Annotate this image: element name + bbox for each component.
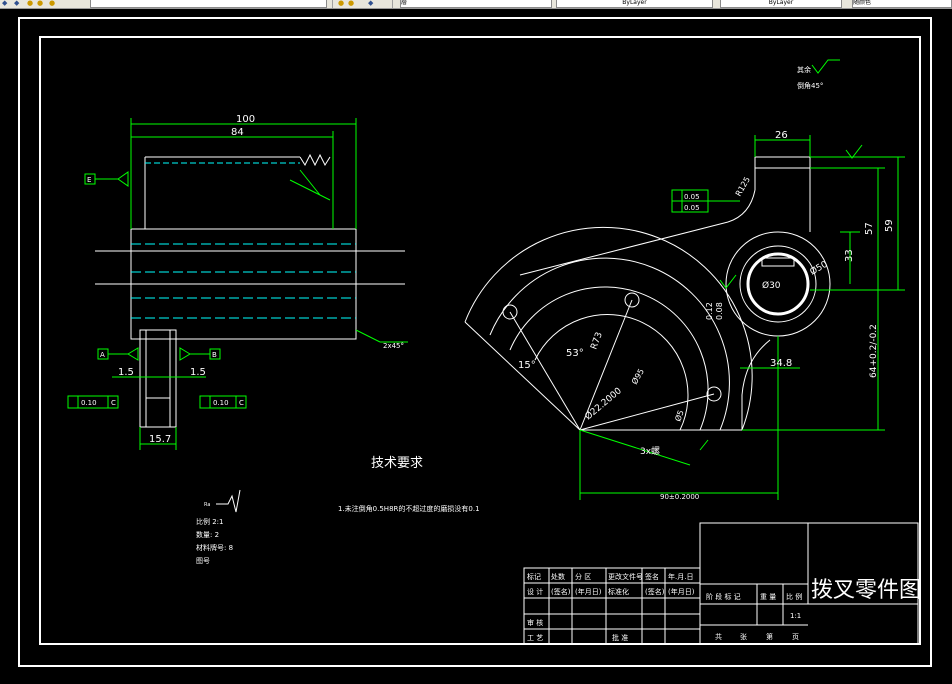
- dim-1-5-left: 1.5: [118, 367, 134, 378]
- dim-34-8: 34.8: [770, 358, 792, 369]
- dim-phi50: Ø50: [808, 259, 830, 278]
- roughness-symbol: Ra: [204, 502, 210, 508]
- part-name: 拨叉零件图: [811, 578, 921, 603]
- sheet-no-label: 第: [766, 632, 773, 641]
- tb-h-1: 处数: [551, 572, 565, 581]
- cad-drawing: 100 84 1.5 1.5 15.7 2x45° 0.10 C 0.10 C …: [18, 17, 932, 667]
- drawing-canvas[interactable]: 100 84 1.5 1.5 15.7 2x45° 0.10 C 0.10 C …: [0, 9, 952, 680]
- layer-match-icon[interactable]: ◆: [368, 0, 374, 7]
- dim-26: 26: [775, 130, 788, 141]
- outer-frame: [18, 17, 932, 667]
- right-view: [464, 59, 905, 500]
- scale-label: 比 例: [786, 592, 802, 601]
- sheet-total-label: 共: [715, 632, 722, 641]
- top-note-1: 其余: [797, 65, 811, 74]
- inner-frame: [39, 36, 921, 645]
- tol-side-2: 0.08: [715, 302, 724, 320]
- layer-state-icon[interactable]: ◆: [2, 0, 8, 7]
- tb-h-4: 签名: [645, 572, 659, 581]
- right-view-labels: 26 R125 57 59 33 Ø30 Ø50 0.05 0.05 0.12 …: [518, 65, 895, 501]
- note-scale: 比例 2:1: [196, 517, 224, 526]
- tb-r2-3: 标准化: [608, 587, 629, 596]
- dim-57: 57: [864, 222, 875, 235]
- color-select[interactable]: 層: [400, 0, 552, 8]
- dim-phi5: Ø5: [672, 409, 685, 423]
- dim-1-5-right: 1.5: [190, 367, 206, 378]
- tol-right: 0.10: [213, 399, 229, 407]
- angle-53: 53°: [566, 348, 584, 359]
- tol-ref-c: C: [111, 399, 116, 407]
- linetype-select[interactable]: ByLayer: [556, 0, 713, 8]
- sun-icon[interactable]: ●: [27, 0, 34, 7]
- datum-e: E: [87, 176, 91, 184]
- tb-h-5: 年.月.日: [668, 572, 693, 581]
- tol-right-1: 0.05: [684, 193, 700, 201]
- dim-64: 64+0.2/-0.2: [869, 324, 879, 378]
- dim-phi2200: Ø22.2000: [583, 385, 624, 422]
- tb-r2-0: 设 计: [527, 587, 543, 596]
- title-block: [523, 522, 919, 645]
- title-block-text: 拨叉零件图 标记 处数 分 区 更改文件号 签名 年.月.日 设 计 (签名) …: [527, 572, 921, 642]
- note-qty: 数量: 2: [196, 530, 219, 539]
- tb-r4-0: 工 艺: [527, 634, 543, 642]
- dim-90: 90±0.2000: [660, 493, 699, 501]
- page-label: 页: [792, 633, 799, 641]
- layer-select[interactable]: [90, 0, 327, 8]
- dim-84: 84: [231, 127, 244, 138]
- datum-b: B: [212, 351, 217, 359]
- thread-label: 3x螺: [640, 446, 660, 457]
- left-view-labels: 100 84 1.5 1.5 15.7 2x45° 0.10 C 0.10 C …: [81, 114, 404, 445]
- lock-icon[interactable]: ●: [37, 0, 44, 7]
- dim-r73: R73: [589, 331, 604, 351]
- make-current-icon[interactable]: ●: [348, 0, 355, 7]
- plot-style-select[interactable]: 随颜色: [852, 0, 952, 8]
- scale-value: 1:1: [790, 612, 801, 620]
- tb-r2-4: (签名): [645, 587, 665, 596]
- dim-r125: R125: [734, 175, 752, 198]
- notes: 技术要求 1.未注倒角0.5H8R的不超过度的磨损没有0.1 比例 2:1 数量…: [196, 456, 480, 565]
- tb-h-0: 标记: [527, 572, 541, 581]
- note-material: 材料牌号: 8: [196, 543, 233, 552]
- dim-59: 59: [884, 219, 895, 232]
- tb-r2-1: (签名): [551, 587, 571, 596]
- sheet-unit-label: 张: [740, 632, 747, 641]
- chamfer-label: 2x45°: [383, 342, 404, 350]
- stage-label: 阶 段 标 记: [706, 592, 741, 601]
- color-label: 層: [401, 0, 408, 6]
- light-bulb-icon[interactable]: ●: [49, 0, 56, 7]
- datum-c: C: [239, 399, 244, 407]
- dim-15-7: 15.7: [149, 434, 171, 445]
- tol-side-1: 0.12: [705, 302, 714, 320]
- layer-prev-icon[interactable]: ●: [338, 0, 345, 7]
- angle-15: 15°: [518, 360, 536, 371]
- tb-h-2: 分 区: [575, 572, 591, 581]
- dim-phi30: Ø30: [762, 280, 781, 291]
- tb-r2-5: (年月日): [668, 587, 695, 596]
- tb-r4-3: 批 准: [612, 633, 628, 642]
- left-view: [67, 118, 408, 450]
- tech-req-title: 技术要求: [371, 456, 423, 471]
- dim-phi95: Ø95: [629, 367, 646, 386]
- tb-r3-0: 审 核: [527, 618, 543, 627]
- tb-r2-2: (年月日): [575, 587, 602, 596]
- dim-100: 100: [236, 114, 255, 125]
- weight-label: 重 量: [760, 593, 776, 601]
- datum-a: A: [100, 351, 105, 359]
- lineweight-select[interactable]: ByLayer: [720, 0, 842, 8]
- toolbar: ◆ ◆ ● ● ● ● ● ◆ 層 ByLayer ByLayer 随颜色: [0, 0, 952, 9]
- note-drawing-no: 图号: [196, 557, 210, 565]
- top-note-2: 倒角45°: [797, 81, 823, 90]
- tech-req-line: 1.未注倒角0.5H8R的不超过度的磨损没有0.1: [338, 504, 480, 513]
- tol-left: 0.10: [81, 399, 97, 407]
- layer-icon[interactable]: ◆: [14, 0, 20, 7]
- tol-right-2: 0.05: [684, 204, 700, 212]
- tb-h-3: 更改文件号: [608, 572, 643, 581]
- dim-33: 33: [844, 249, 855, 262]
